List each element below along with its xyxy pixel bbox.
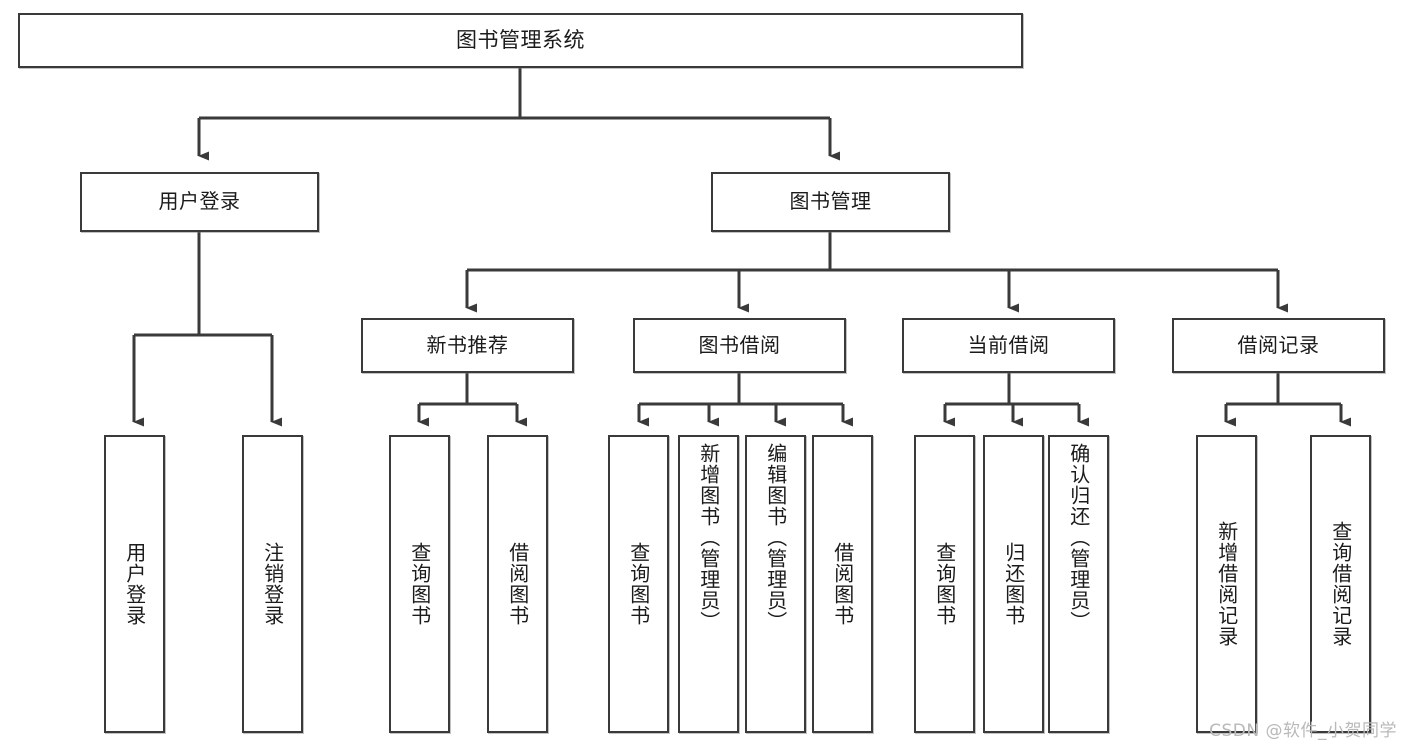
node-label: 图书管理 bbox=[789, 189, 872, 214]
node-label: 借阅图书 bbox=[830, 542, 855, 626]
node-book-borrow[interactable]: 图书借阅 bbox=[633, 318, 846, 373]
node-leaf-add-book[interactable]: 新增图书（管理员） bbox=[678, 435, 739, 733]
node-leaf-user-logout[interactable]: 注销登录 bbox=[242, 435, 303, 733]
node-label: 查询图书 bbox=[626, 542, 651, 626]
node-leaf-return-book[interactable]: 归还图书 bbox=[983, 435, 1044, 733]
node-leaf-borrow-book-2[interactable]: 借阅图书 bbox=[812, 435, 873, 733]
node-label: 查询借阅记录 bbox=[1328, 521, 1353, 647]
node-label: 编辑图书（管理员） bbox=[763, 443, 788, 632]
node-label: 新增借阅记录 bbox=[1214, 521, 1239, 647]
node-label: 查询图书 bbox=[932, 542, 957, 626]
node-leaf-query-book-2[interactable]: 查询图书 bbox=[608, 435, 669, 733]
node-label: 新增图书（管理员） bbox=[696, 443, 721, 632]
node-label: 用户登录 bbox=[122, 542, 147, 626]
node-leaf-query-book-1[interactable]: 查询图书 bbox=[389, 435, 450, 733]
node-label: 借阅记录 bbox=[1237, 332, 1320, 357]
node-label: 当前借阅 bbox=[967, 332, 1050, 357]
node-leaf-query-book-3[interactable]: 查询图书 bbox=[914, 435, 975, 733]
node-label: 归还图书 bbox=[1001, 542, 1026, 626]
node-current-borrow[interactable]: 当前借阅 bbox=[902, 318, 1115, 373]
node-borrow-record[interactable]: 借阅记录 bbox=[1172, 318, 1385, 373]
node-label: 图书借阅 bbox=[698, 332, 781, 357]
node-leaf-borrow-book-1[interactable]: 借阅图书 bbox=[487, 435, 548, 733]
node-leaf-confirm-return[interactable]: 确认归还（管理员） bbox=[1048, 435, 1109, 733]
node-label: 图书管理系统 bbox=[456, 28, 585, 53]
node-leaf-edit-book[interactable]: 编辑图书（管理员） bbox=[745, 435, 806, 733]
node-user-login[interactable]: 用户登录 bbox=[80, 172, 319, 232]
node-book-manage[interactable]: 图书管理 bbox=[711, 172, 950, 232]
node-label: 查询图书 bbox=[407, 542, 432, 626]
csdn-watermark: CSDN @软件_小贺同学 bbox=[1209, 721, 1397, 741]
node-root-book-management-system[interactable]: 图书管理系统 bbox=[18, 13, 1023, 68]
node-leaf-query-record[interactable]: 查询借阅记录 bbox=[1310, 435, 1371, 733]
node-label: 用户登录 bbox=[158, 189, 241, 214]
node-label: 注销登录 bbox=[260, 542, 285, 626]
node-label: 新书推荐 bbox=[426, 332, 509, 357]
node-leaf-user-login[interactable]: 用户登录 bbox=[104, 435, 165, 733]
node-new-book-recommend[interactable]: 新书推荐 bbox=[361, 318, 574, 373]
node-label: 借阅图书 bbox=[505, 542, 530, 626]
node-label: 确认归还（管理员） bbox=[1066, 443, 1091, 632]
node-leaf-add-record[interactable]: 新增借阅记录 bbox=[1196, 435, 1257, 733]
